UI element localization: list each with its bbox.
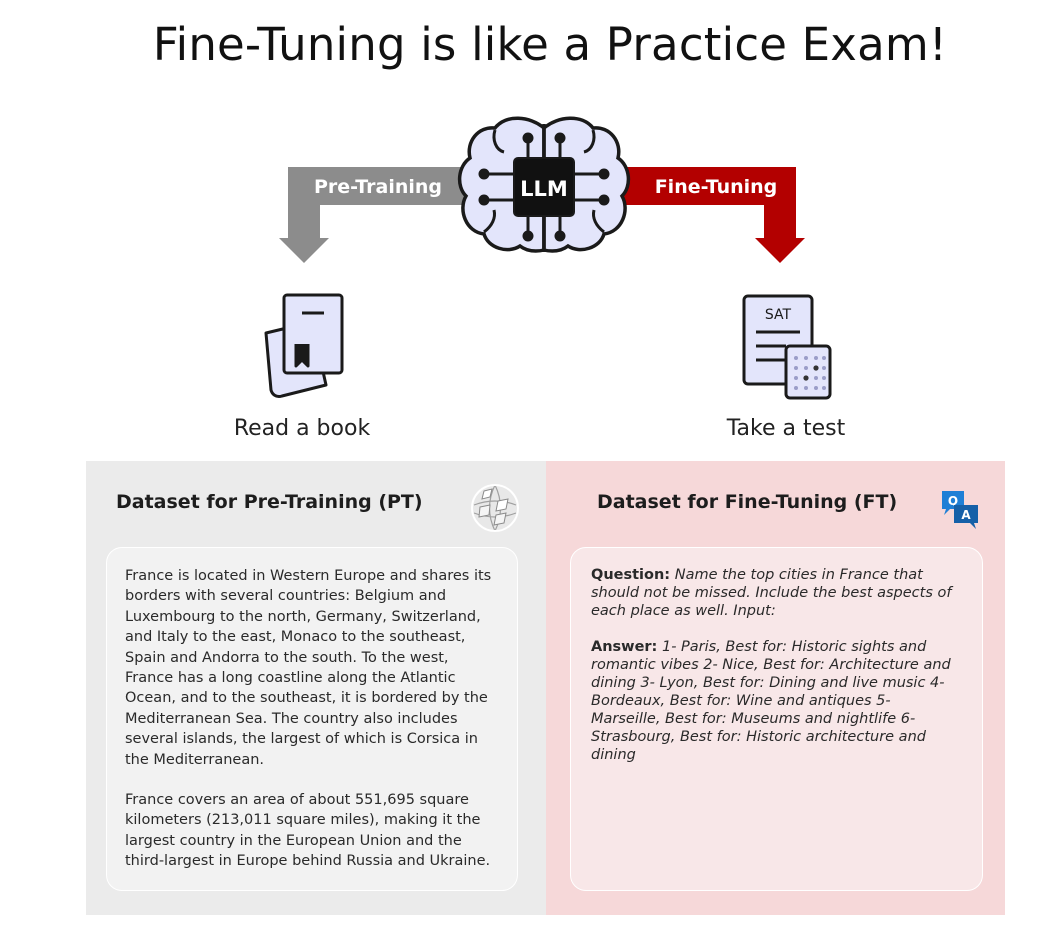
pretraining-dataset-panel: Dataset for Pre-Training (PT) France is … <box>86 461 546 915</box>
finetuning-text-card: Question: Name the top cities in France … <box>570 547 983 891</box>
sat-label: SAT <box>765 307 792 323</box>
pre-training-arrow-label: Pre-Training <box>314 176 442 198</box>
pretraining-paragraph-2: France covers an area of about 551,695 s… <box>125 792 491 870</box>
read-a-book-caption: Read a book <box>233 416 371 441</box>
qa-icon-letter-q: Q <box>948 494 958 508</box>
question-label: Question: <box>591 567 671 583</box>
pretraining-finetuning-diagram: Pre-Training Fine-Tuning LLM <box>264 116 832 400</box>
brain-icon: LLM <box>457 116 631 253</box>
pretraining-paragraph-1: France is located in Western Europe and … <box>125 568 492 768</box>
book-icon <box>264 293 344 398</box>
fine-tuning-arrow-shape <box>620 167 805 263</box>
finetuning-answer: Answer: 1- Paris, Best for: Historic sig… <box>591 638 962 764</box>
qa-chat-icon: Q A <box>942 491 978 529</box>
fine-tuning-arrow-label: Fine-Tuning <box>655 176 778 198</box>
llm-chip-label: LLM <box>520 177 568 201</box>
finetuning-dataset-title: Dataset for Fine-Tuning (FT) <box>597 491 898 513</box>
qa-icon-letter-a: A <box>961 508 971 522</box>
page-title: Fine-Tuning is like a Practice Exam! <box>152 18 948 71</box>
answer-label: Answer: <box>591 639 658 655</box>
pre-training-arrow-shape <box>279 167 470 263</box>
finetuning-dataset-panel: Dataset for Fine-Tuning (FT) Q A Questio… <box>546 461 1005 915</box>
answer-text: 1- Paris, Best for: Historic sights and … <box>591 639 951 763</box>
question-text: Name the top cities in France that shoul… <box>591 567 952 619</box>
test-document-icon: SAT <box>742 294 832 400</box>
finetuning-question: Question: Name the top cities in France … <box>591 566 962 620</box>
wikipedia-globe-icon <box>471 484 519 532</box>
pretraining-dataset-title: Dataset for Pre-Training (PT) <box>116 491 423 513</box>
pretraining-text-card: France is located in Western Europe and … <box>106 547 518 891</box>
take-a-test-caption: Take a test <box>726 416 846 441</box>
pre-training-arrow: Pre-Training <box>279 167 470 263</box>
fine-tuning-arrow: Fine-Tuning <box>620 167 805 263</box>
